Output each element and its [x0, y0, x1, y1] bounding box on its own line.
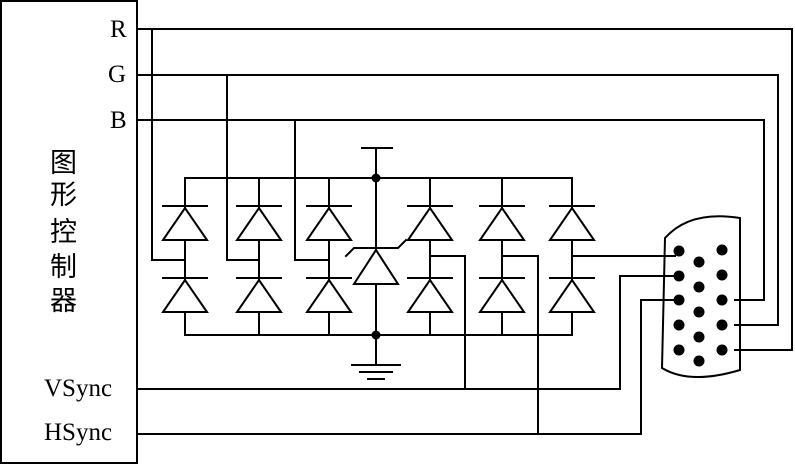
wire-g: [136, 74, 779, 326]
zener-diode: [344, 147, 408, 366]
signal-wires: [136, 28, 793, 435]
diode: [406, 277, 454, 313]
diode: [161, 277, 209, 313]
diode: [548, 277, 596, 313]
junction-dot: [371, 173, 381, 183]
pin-label-hsync: HSync: [44, 419, 112, 446]
controller-label-char-2: 形: [50, 180, 77, 211]
connector-pin: [673, 319, 685, 331]
controller-label-char-5: 器: [50, 286, 77, 317]
connector-pin: [673, 270, 685, 282]
connector-pin: [716, 344, 728, 356]
connector-pin: [716, 294, 728, 306]
ground-symbol: [351, 364, 401, 380]
diode: [548, 205, 596, 241]
wire-b: [136, 119, 765, 301]
connector-pin: [693, 281, 705, 293]
diode: [235, 277, 283, 313]
connector-pin: [716, 319, 728, 331]
diode: [478, 277, 526, 313]
junction-dot: [371, 330, 381, 340]
connector-pin: [693, 256, 705, 268]
pin-label-r: R: [110, 16, 127, 43]
diode: [305, 277, 353, 313]
connector-pin: [673, 294, 685, 306]
controller-label-char-4: 制: [50, 252, 77, 283]
wire-r: [136, 28, 793, 351]
connector-shell: [660, 215, 741, 378]
graphics-controller-block: 图 形 控 制 器 R G B VSync HSync: [0, 0, 138, 464]
diode: [406, 205, 454, 241]
clamp-diode-network: [161, 147, 596, 380]
controller-box: [0, 0, 138, 464]
wire-vsync: [136, 255, 676, 390]
connector-pin: [693, 306, 705, 318]
vga-connector: [660, 215, 741, 378]
diode: [478, 205, 526, 241]
connector-pin: [673, 344, 685, 356]
pin-label-b: B: [110, 107, 127, 134]
controller-label-char-1: 图: [50, 148, 77, 179]
pin-label-vsync: VSync: [44, 375, 112, 402]
connector-pin: [693, 331, 705, 343]
wire-hsync: [136, 255, 676, 435]
diode: [305, 205, 353, 241]
connector-pin: [673, 245, 685, 257]
connector-pin: [716, 244, 728, 256]
connector-pin: [716, 269, 728, 281]
diode: [235, 205, 283, 241]
pin-label-g: G: [108, 61, 126, 88]
connector-pin: [693, 355, 705, 367]
controller-label-char-3: 控: [50, 217, 77, 248]
diode: [161, 205, 209, 241]
